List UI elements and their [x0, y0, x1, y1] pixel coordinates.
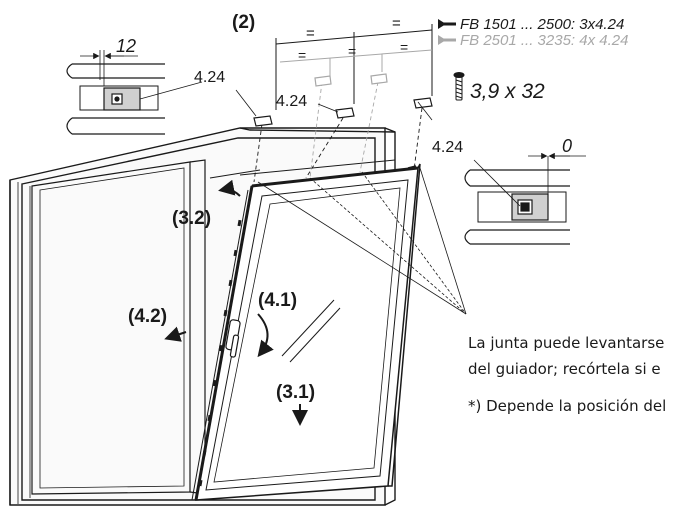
drop-lines	[253, 81, 423, 183]
handle-icon	[225, 319, 241, 358]
equal-sign-2: =	[392, 15, 401, 32]
equal-sign-4: =	[348, 43, 356, 59]
detail-left	[66, 50, 203, 135]
part-4-24-left: 4.24	[194, 69, 225, 86]
legend-fb-1501: FB 1501 ... 2500: 3x4.24	[460, 16, 624, 33]
motion-arrows	[164, 179, 308, 426]
step-2-label: (2)	[232, 12, 255, 33]
dimension-line	[275, 24, 433, 110]
dimension-12: 12	[116, 36, 136, 56]
screw-size-label: 3,9 x 32	[470, 80, 545, 103]
clip-icons	[253, 73, 433, 127]
hardware-rail	[198, 219, 242, 487]
glass-reflection	[281, 299, 341, 363]
part-4-24-mid: 4.24	[276, 93, 307, 110]
legend-arrows	[438, 19, 456, 45]
dimension-0: 0	[562, 136, 572, 156]
seal-note-line-2: del guiador; recórtela si e	[468, 360, 661, 378]
leader-lines	[235, 89, 433, 121]
equal-sign-1: =	[306, 25, 315, 42]
seal-note-line-1: La junta puede levantarse	[468, 334, 665, 352]
step-3-1-label: (3.1)	[276, 382, 315, 403]
legend-fb-2501: FB 2501 ... 3235: 4x 4.24	[460, 32, 628, 49]
equal-sign-5: =	[400, 39, 408, 55]
detail-right	[464, 152, 586, 245]
seal-lines	[257, 167, 467, 315]
top-track	[209, 159, 419, 188]
equal-sign-3: =	[298, 47, 306, 63]
step-3-2-label: (3.2)	[172, 208, 211, 229]
part-4-24-right: 4.24	[432, 139, 463, 156]
step-4-2-label: (4.2)	[128, 306, 167, 327]
screw-icon	[453, 72, 465, 101]
position-note: *) Depende la posición del	[468, 397, 667, 415]
step-4-1-label: (4.1)	[258, 290, 297, 311]
